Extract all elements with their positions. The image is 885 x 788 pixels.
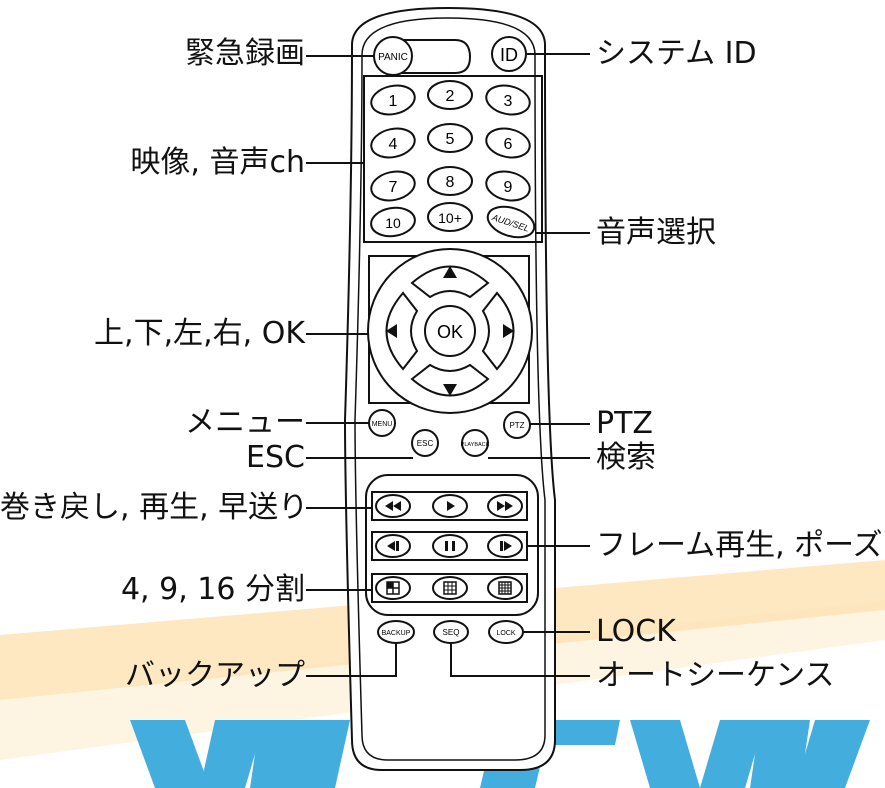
digit-button-1[interactable]: 1	[369, 82, 418, 119]
split-4-button[interactable]	[375, 576, 411, 600]
digit-button-3[interactable]: 3	[484, 82, 533, 119]
frame-forward-icon	[500, 541, 503, 551]
up-button[interactable]	[410, 265, 490, 299]
callout-search: 検索	[596, 440, 656, 475]
digit-button-6[interactable]: 6	[484, 125, 533, 162]
seq-label: SEQ	[443, 628, 460, 637]
transport-row-3	[371, 573, 528, 603]
play-button[interactable]	[432, 494, 468, 518]
lock-label: LOCK	[496, 630, 515, 637]
digit-label: 9	[504, 179, 513, 196]
rewind-icon	[385, 501, 393, 511]
lock-button[interactable]: LOCK	[488, 620, 524, 644]
frame-back-button[interactable]	[375, 534, 411, 558]
digit-label: 10	[385, 215, 401, 231]
digit-label: 7	[389, 179, 398, 196]
panic-label: PANIC	[378, 52, 408, 63]
digit-button-10plus[interactable]: 10+	[427, 202, 473, 232]
down-arrow-icon	[443, 384, 457, 396]
digit-button-10[interactable]: 10	[369, 205, 416, 239]
digit-label: 8	[446, 174, 455, 191]
digit-label: 6	[504, 136, 513, 153]
callout-esc: ESC	[246, 440, 305, 475]
menu-button[interactable]: MENU	[368, 409, 396, 437]
esc-button[interactable]: ESC	[411, 429, 439, 457]
digit-label: 2	[446, 88, 455, 105]
menu-label: MENU	[372, 421, 393, 428]
id-label: ID	[500, 45, 518, 65]
digit-label: 1	[389, 93, 398, 110]
callout-backup: バックアップ	[125, 658, 305, 693]
digit-keypad: 1 2 3 4 5 6 7 8 9 10 10+	[369, 80, 533, 239]
fast-forward-icon	[497, 501, 505, 511]
frame-forward-button[interactable]	[487, 534, 523, 558]
callout-panic: 緊急録画	[185, 36, 305, 71]
playback-label: PLAYBACK	[461, 442, 490, 448]
digit-label: 3	[504, 93, 513, 110]
callout-direction: 上,下,左,右, OK	[94, 316, 305, 351]
callout-split: 4, 9, 16 分割	[120, 572, 305, 607]
digit-button-9[interactable]: 9	[484, 168, 533, 205]
seq-button[interactable]: SEQ	[433, 620, 469, 644]
backup-label: BACKUP	[382, 630, 411, 637]
split-16-button[interactable]	[487, 576, 523, 600]
esc-label: ESC	[417, 439, 434, 448]
callout-audio-select: 音声選択	[596, 215, 716, 250]
left-button[interactable]	[385, 291, 419, 371]
frame-back-icon	[387, 541, 395, 551]
digit-label: 4	[389, 136, 398, 153]
split-9-button[interactable]	[432, 576, 468, 600]
backup-button[interactable]: BACKUP	[377, 620, 415, 644]
digit-button-2[interactable]: 2	[427, 80, 473, 110]
play-icon	[447, 501, 455, 511]
pause-button[interactable]	[432, 534, 468, 558]
playback-button[interactable]: PLAYBACK	[461, 429, 490, 457]
grid-9-icon	[443, 581, 457, 595]
callout-lock: LOCK	[596, 614, 676, 649]
right-button[interactable]	[481, 291, 515, 371]
left-arrow-icon	[386, 324, 397, 338]
pause-icon	[445, 541, 448, 551]
id-button[interactable]: ID	[491, 36, 527, 72]
rewind-button[interactable]	[375, 494, 411, 518]
digit-label: 5	[446, 131, 455, 148]
leader-lines	[306, 53, 590, 677]
remote-body-inner	[354, 17, 546, 761]
ptz-label: PTZ	[509, 421, 524, 430]
transport-row-1	[371, 491, 528, 521]
fast-forward-button[interactable]	[487, 494, 523, 518]
up-arrow-icon	[443, 266, 457, 278]
digit-button-8[interactable]: 8	[427, 166, 473, 196]
right-arrow-icon	[503, 324, 514, 338]
aud-sel-button[interactable]: AUD/SEL	[484, 201, 538, 242]
digit-button-7[interactable]: 7	[369, 168, 418, 205]
down-button[interactable]	[410, 363, 490, 397]
callout-system-id: システム ID	[596, 36, 757, 71]
callout-rewind-play-ff: 巻き戻し, 再生, 早送り	[0, 490, 309, 525]
digit-label: 10+	[438, 210, 462, 226]
digit-button-4[interactable]: 4	[369, 125, 418, 162]
ptz-button[interactable]: PTZ	[503, 411, 531, 439]
callout-auto-sequence: オートシーケンス	[596, 658, 835, 693]
panic-button[interactable]: PANIC	[373, 36, 472, 76]
callout-ptz: PTZ	[596, 406, 653, 441]
digit-button-5[interactable]: 5	[427, 123, 473, 153]
ok-label: OK	[437, 322, 463, 342]
callout-frame-pause: フレーム再生, ポーズ	[596, 528, 883, 563]
callout-menu: メニュー	[185, 405, 305, 440]
callout-video-audio-ch: 映像, 音声ch	[130, 145, 305, 180]
ok-button[interactable]: OK	[424, 305, 476, 357]
keypad-frame	[363, 75, 543, 243]
